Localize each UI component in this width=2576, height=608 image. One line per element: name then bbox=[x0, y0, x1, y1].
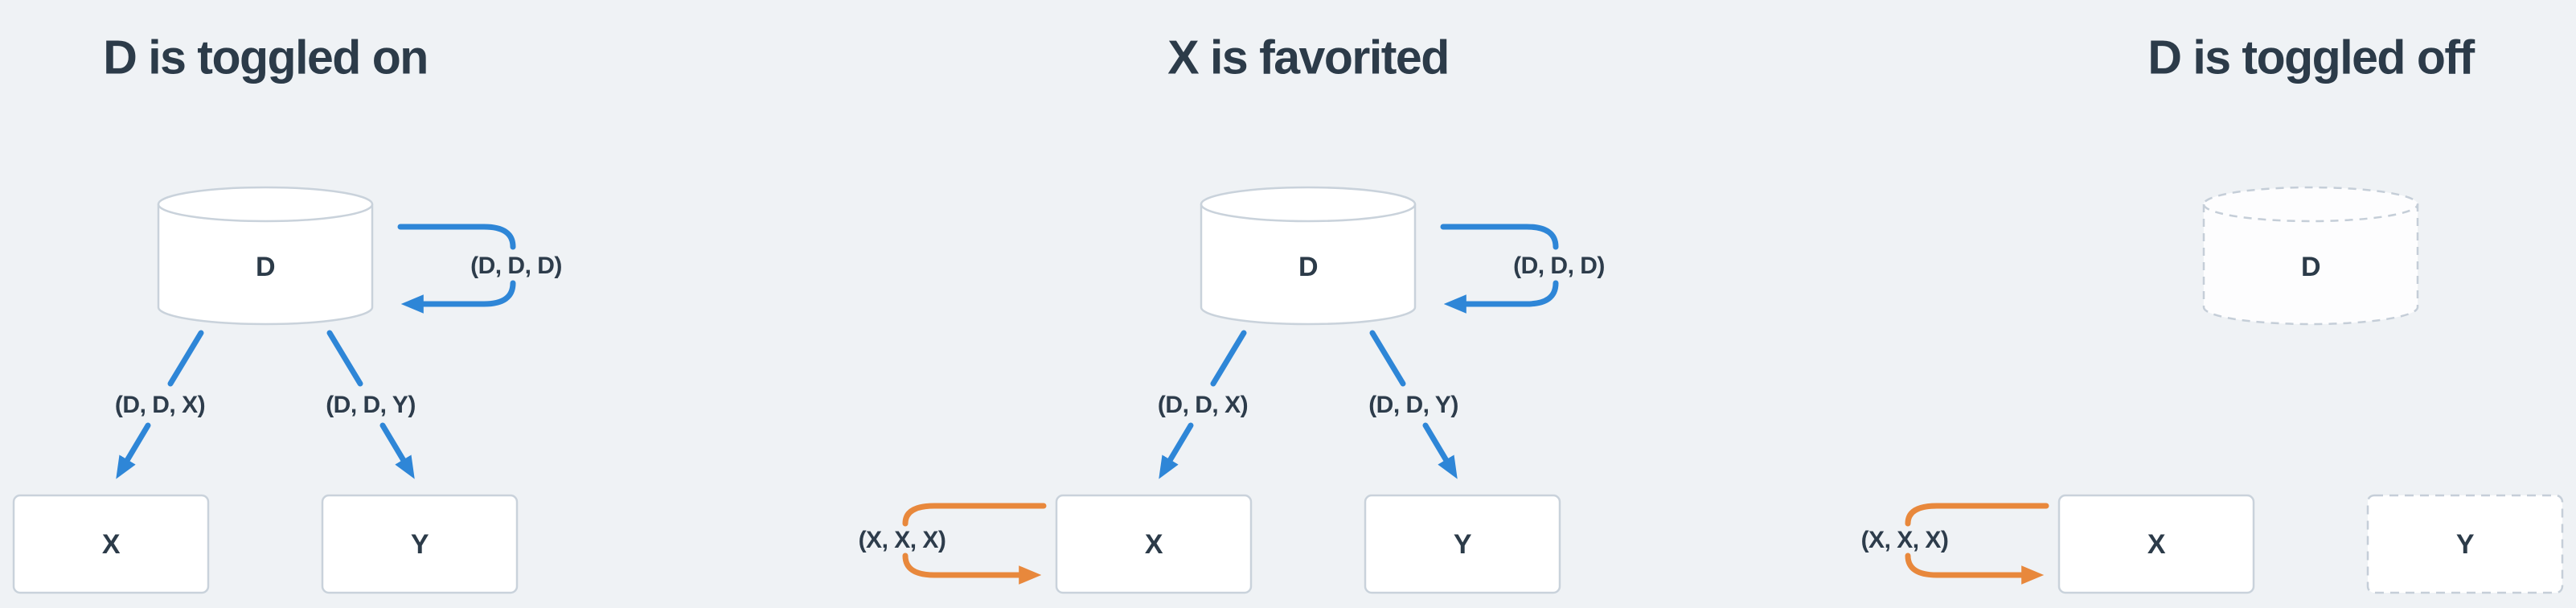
tuple-label-self-d: (D, D, D) bbox=[470, 253, 562, 279]
self-loop-x-top-arc bbox=[1905, 503, 2049, 527]
node-label-y: Y bbox=[1453, 529, 1472, 560]
edge-d-to-y-upper bbox=[1369, 330, 1406, 387]
edge-d-to-y-lower bbox=[379, 422, 415, 479]
node-box-y-disabled bbox=[2366, 494, 2564, 594]
edge-d-to-x-upper bbox=[167, 330, 204, 387]
edge-d-to-x-upper bbox=[1210, 330, 1247, 387]
tuple-label-self-x: (X, X, X) bbox=[858, 527, 946, 553]
database-cylinder-d-disabled bbox=[2202, 186, 2419, 326]
database-cylinder-d-rim bbox=[157, 203, 374, 223]
panel-3-shapes bbox=[1905, 186, 2564, 594]
node-label-y: Y bbox=[410, 529, 429, 560]
database-cylinder-d bbox=[157, 186, 374, 326]
self-loop-d-bottom-arc bbox=[400, 280, 516, 314]
node-box-x bbox=[2057, 494, 2255, 594]
self-loop-x-bottom-arc bbox=[1905, 553, 2045, 585]
node-label-d: D bbox=[255, 252, 276, 282]
node-label-x: X bbox=[101, 529, 121, 560]
node-label-d: D bbox=[1298, 252, 1319, 282]
self-loop-d-bottom-arc bbox=[1443, 280, 1559, 314]
edge-d-to-x-lower bbox=[116, 422, 151, 479]
node-label-x: X bbox=[2147, 529, 2166, 560]
panel-1-title: D is toggled on bbox=[103, 31, 429, 84]
self-loop-d-top-arc bbox=[1440, 224, 1559, 250]
node-box-y bbox=[1364, 494, 1561, 594]
node-label-y: Y bbox=[2455, 529, 2475, 560]
node-label-x: X bbox=[1144, 529, 1163, 560]
self-loop-x-top-arc bbox=[902, 503, 1047, 527]
edge-d-to-y-lower bbox=[1422, 422, 1458, 479]
node-label-d: D bbox=[2300, 252, 2321, 282]
tuple-label-d-to-x: (D, D, X) bbox=[114, 392, 206, 418]
panel-2-shapes bbox=[902, 186, 1561, 594]
database-cylinder-d-disabled-rim bbox=[2202, 203, 2419, 223]
edge-d-to-y-upper bbox=[326, 330, 363, 387]
tuple-label-d-to-y: (D, D, Y) bbox=[1368, 392, 1458, 418]
self-loop-d-top-arc bbox=[397, 224, 516, 250]
panel-2-title: X is favorited bbox=[1167, 31, 1450, 84]
tuple-label-self-x: (X, X, X) bbox=[1860, 527, 1949, 553]
panel-3-title: D is toggled off bbox=[2147, 31, 2475, 84]
panel-1-shapes bbox=[12, 186, 519, 594]
node-box-y bbox=[321, 494, 519, 594]
database-cylinder-d-rim bbox=[1200, 203, 1417, 223]
edge-d-to-x-lower bbox=[1159, 422, 1194, 479]
node-box-x bbox=[1055, 494, 1253, 594]
database-cylinder-d bbox=[1200, 186, 1417, 326]
tuple-label-d-to-y: (D, D, Y) bbox=[326, 392, 416, 418]
node-box-x bbox=[12, 494, 210, 594]
tuple-label-d-to-x: (D, D, X) bbox=[1157, 392, 1249, 418]
self-loop-x-bottom-arc bbox=[902, 553, 1042, 585]
tuple-label-self-d: (D, D, D) bbox=[1513, 253, 1605, 279]
